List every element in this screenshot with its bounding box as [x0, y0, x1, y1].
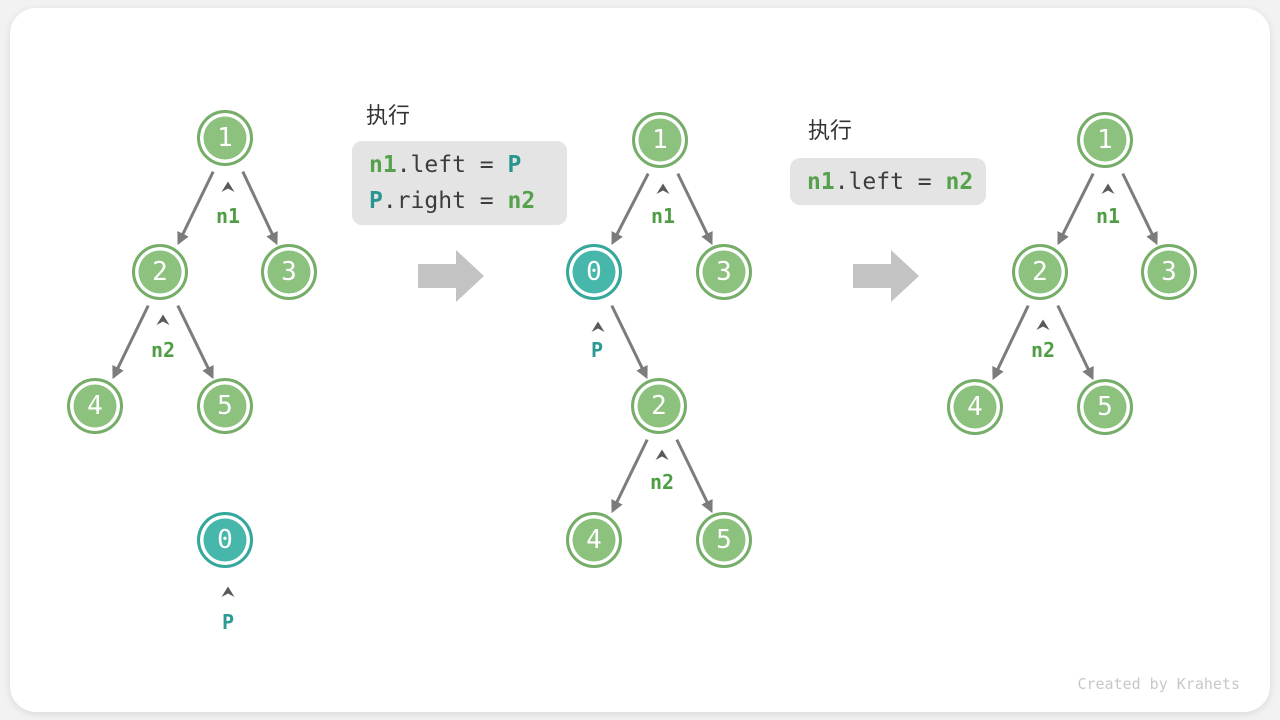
pointer-caret-icon: [156, 314, 170, 325]
pointer-caret-icon: [591, 321, 605, 332]
tree-edge: [611, 438, 649, 514]
tree-node-1: 1: [1077, 112, 1133, 168]
pointer-label-n2: n2: [150, 338, 176, 362]
pointer-label-n1: n1: [1095, 204, 1121, 228]
tree-node-5: 5: [696, 512, 752, 568]
code-token: P: [369, 188, 383, 214]
tree-edge: [610, 304, 648, 380]
tree-edge: [992, 304, 1030, 381]
pointer-caret-icon: [221, 181, 235, 192]
tree-node-1: 1: [632, 112, 688, 168]
tree-node-5: 5: [1077, 379, 1133, 435]
step-arrow-icon: [418, 250, 484, 302]
code-token: n2: [507, 188, 536, 214]
watermark-credit: Created by Krahets: [1077, 675, 1240, 693]
pointer-caret-icon: [1101, 183, 1115, 194]
tree-edge: [1121, 172, 1158, 246]
pointer-caret-icon: [221, 586, 235, 597]
pointer-label-p: P: [221, 610, 235, 634]
tree-node-4: 4: [947, 379, 1003, 435]
tree-edge: [177, 170, 215, 246]
tree-node-0: 0: [197, 512, 253, 568]
tree-node-3: 3: [696, 244, 752, 300]
tree-node-2: 2: [132, 244, 188, 300]
pointer-caret-icon: [655, 449, 669, 460]
tree-edge: [1056, 304, 1094, 381]
tree-node-0: 0: [566, 244, 622, 300]
pointer-label-n2: n2: [1030, 338, 1056, 362]
code-line: n1.left = n2: [807, 164, 986, 200]
code-token: n1: [369, 152, 397, 178]
code-token: n1: [807, 168, 835, 195]
tree-edge: [611, 172, 650, 246]
tree-node-4: 4: [67, 378, 123, 434]
tree-edge: [676, 172, 713, 246]
step-title: 执行: [808, 119, 853, 144]
tree-node-2: 2: [1012, 244, 1068, 300]
tree-edge: [176, 304, 214, 380]
code-token: n2: [945, 168, 974, 195]
code-token: .left =: [396, 152, 508, 178]
tree-node-3: 3: [1141, 244, 1197, 300]
tree-edge: [1057, 172, 1095, 246]
code-line: n1.left = P: [369, 147, 567, 183]
code-line: P.right = n2: [369, 183, 567, 219]
tree-node-4: 4: [566, 512, 622, 568]
step-arrow-icon: [853, 250, 919, 302]
tree-node-5: 5: [197, 378, 253, 434]
pointer-label-n2: n2: [649, 470, 675, 494]
step-title: 执行: [366, 104, 411, 129]
pointer-label-n1: n1: [650, 204, 676, 228]
pointer-caret-icon: [1036, 319, 1050, 330]
code-token: .left =: [834, 168, 946, 195]
tree-node-2: 2: [631, 378, 687, 434]
tree-edge: [241, 170, 278, 246]
pointer-label-n1: n1: [215, 204, 241, 228]
code-block: n1.left = P P.right = n2: [352, 141, 567, 225]
tree-node-3: 3: [261, 244, 317, 300]
tree-edge: [112, 304, 150, 380]
pointer-label-p: P: [590, 338, 604, 362]
tree-node-1: 1: [197, 110, 253, 166]
code-block: n1.left = n2: [790, 158, 986, 205]
code-token: .right =: [382, 188, 508, 214]
code-token: P: [507, 152, 522, 178]
tree-edge: [675, 438, 713, 514]
pointer-caret-icon: [656, 183, 670, 194]
